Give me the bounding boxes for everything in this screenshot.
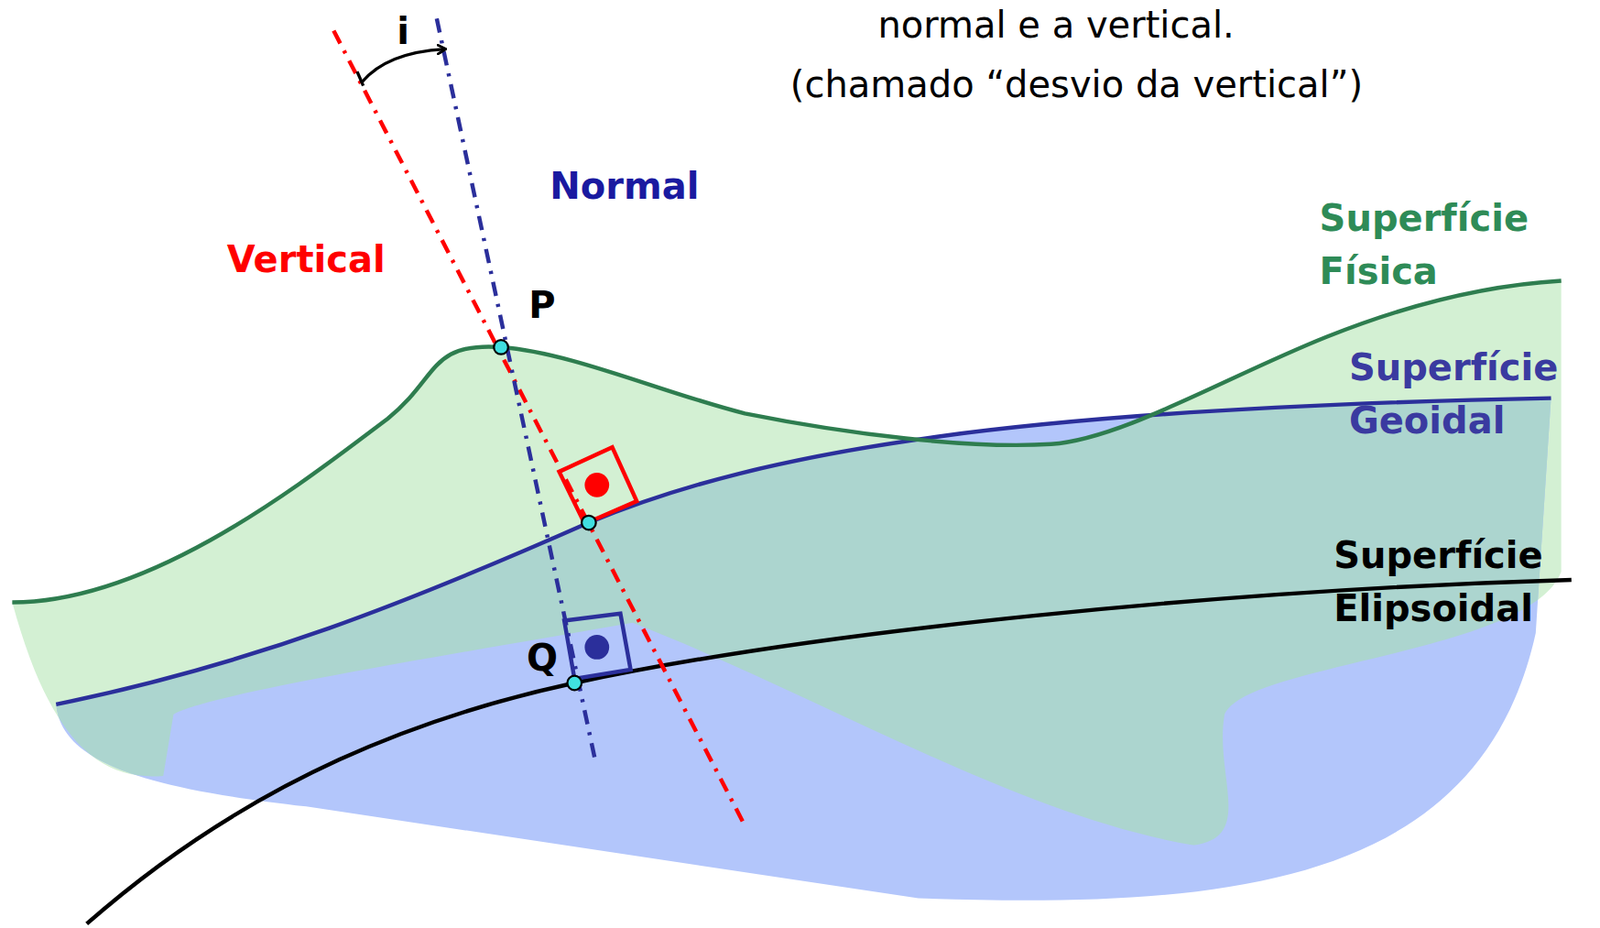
point-marker	[581, 515, 597, 531]
normal-line	[436, 18, 597, 763]
overlap-body	[55, 398, 1551, 901]
point-marker	[493, 339, 509, 355]
physical-line	[11, 281, 1561, 603]
surface-label: Superfície Geoidal	[1349, 340, 1558, 447]
line-label: Vertical	[227, 236, 386, 283]
point-label: P	[528, 282, 556, 328]
angle-tick	[357, 71, 364, 87]
geoid-body	[55, 398, 1551, 901]
surface-label: Superfície Elipsoidal	[1333, 528, 1543, 635]
note-text: normal e a vertical.	[878, 1, 1235, 48]
right-angle-dot	[584, 472, 610, 498]
line-label: Normal	[549, 163, 699, 209]
ellipsoid-line	[87, 579, 1572, 924]
angle-label: i	[396, 8, 410, 55]
right-angle-normal	[564, 613, 631, 679]
note-text: (chamado “desvio da vertical”)	[790, 61, 1363, 108]
right-angle-dot	[584, 634, 610, 660]
right-angle-vertical	[559, 446, 638, 524]
point-marker	[566, 675, 582, 691]
geoid-line	[55, 398, 1551, 705]
vertical-line	[333, 31, 743, 822]
surface-label: Superfície Física	[1319, 191, 1529, 298]
angle-arc	[362, 49, 446, 83]
point-label: Q	[526, 634, 558, 681]
